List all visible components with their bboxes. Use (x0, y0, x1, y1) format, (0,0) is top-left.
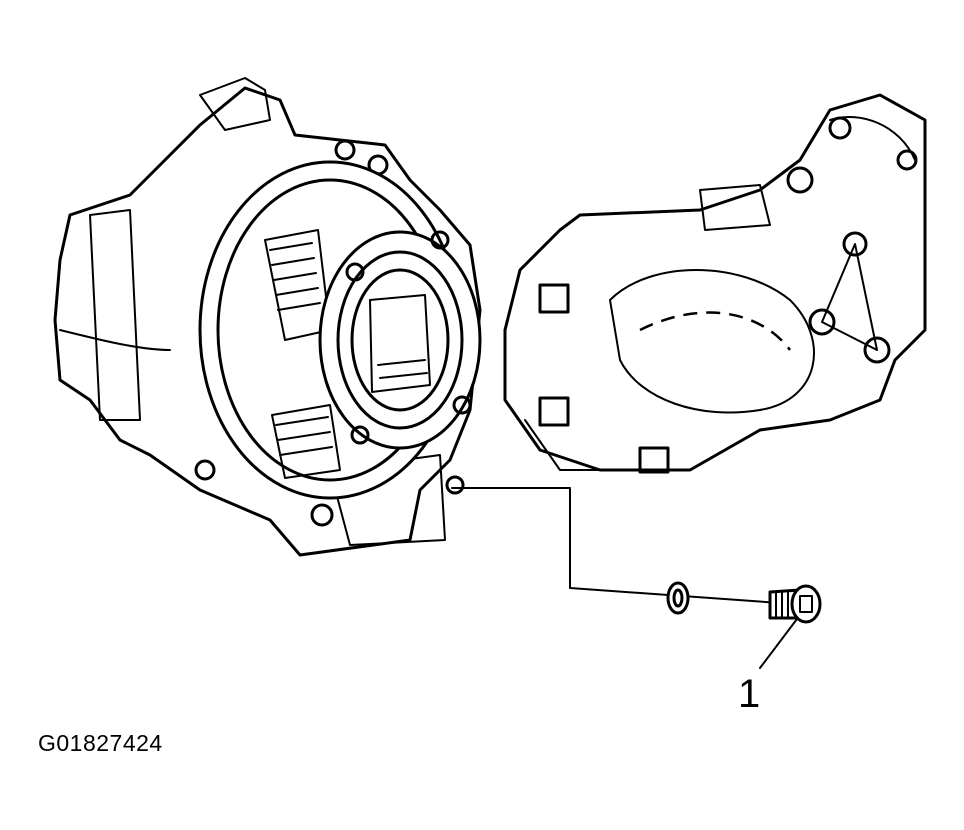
main-case-body (53, 77, 482, 557)
callout-number-1: 1 (738, 672, 761, 716)
rear-output-housing (503, 93, 927, 474)
output-flange-assembly (198, 160, 482, 500)
callout-leader-line (451, 487, 801, 669)
drain-plug (768, 584, 822, 624)
figure-id-label: G01827424 (38, 730, 163, 756)
sealing-washer (666, 581, 690, 615)
